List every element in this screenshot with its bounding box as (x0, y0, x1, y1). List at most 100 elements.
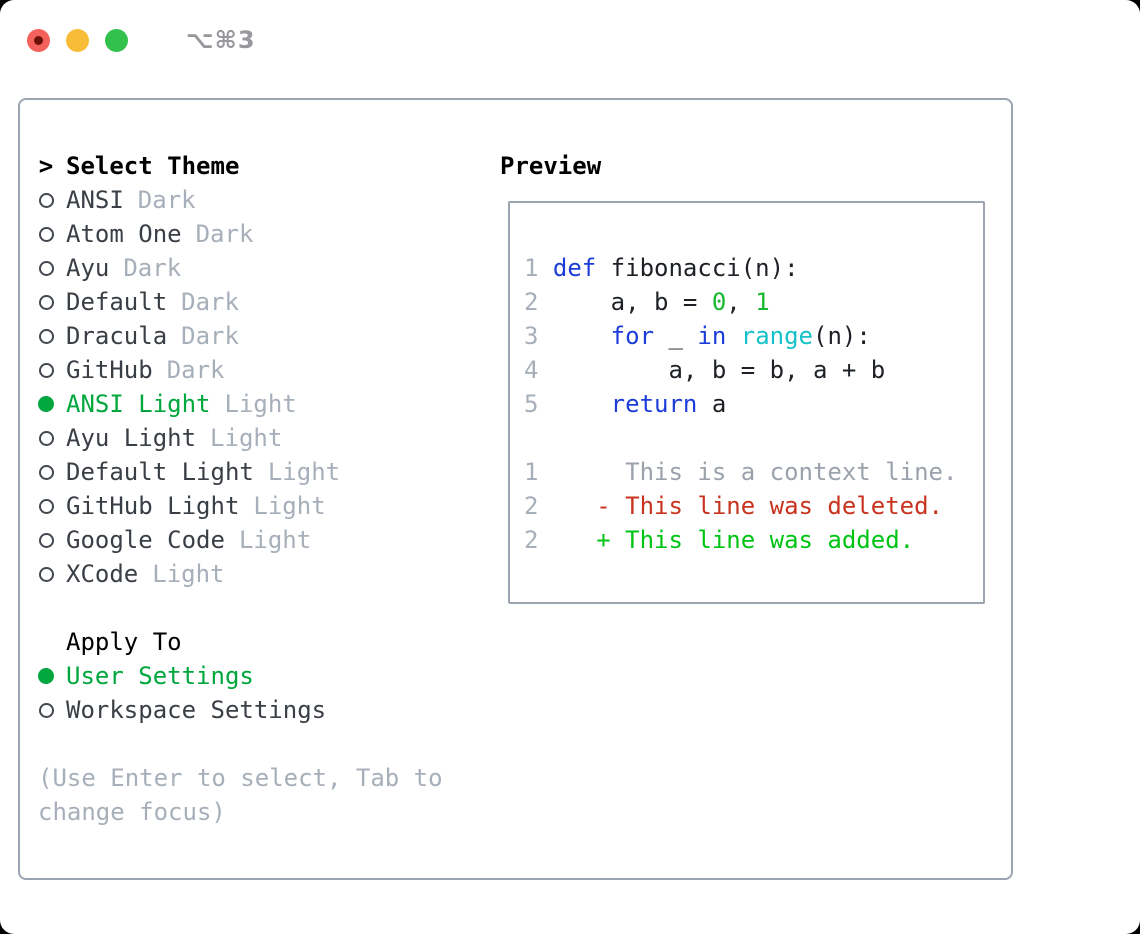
code-token: a, b = b, a + b (552, 356, 886, 384)
code-token: a, b = (552, 288, 712, 316)
theme-item-github-light[interactable]: GitHub Light Light (38, 489, 500, 523)
radio-icon (38, 430, 54, 446)
theme-item-ayu[interactable]: Ayu Dark (38, 251, 500, 285)
line-number: 3 (524, 322, 539, 350)
line-number: 5 (524, 390, 539, 418)
radio-marker (38, 328, 54, 344)
code-line (524, 421, 983, 455)
code-line: 2 + This line was added. (524, 523, 983, 557)
select-theme-header: > Select Theme (38, 149, 500, 183)
code-token: fibonacci(n): (596, 254, 799, 282)
code-token: 1 (755, 288, 770, 316)
apply-to-header: Apply To (38, 625, 500, 659)
theme-variant: Dark (166, 356, 225, 384)
line-number: 2 (524, 288, 539, 316)
line-number: 4 (524, 356, 539, 384)
close-button[interactable] (27, 28, 50, 52)
radio-icon (38, 226, 54, 242)
theme-name: Google Code (66, 526, 225, 554)
code-token (553, 390, 611, 418)
zoom-button[interactable] (105, 28, 128, 52)
theme-variant: Dark (123, 254, 182, 282)
code-token: - This line was deleted. (552, 492, 944, 520)
code-line: 1 This is a context line. (524, 455, 983, 489)
code-line: 2 - This line was deleted. (524, 489, 983, 523)
theme-item-default-light[interactable]: Default Light Light (38, 455, 500, 489)
apply-option-workspace-settings[interactable]: Workspace Settings (38, 693, 500, 727)
radio-marker (38, 702, 54, 718)
radio-marker (38, 464, 54, 480)
radio-marker (38, 362, 54, 378)
apply-option-label: Workspace Settings (66, 696, 327, 724)
code-token: (n): (813, 322, 871, 350)
minimize-button[interactable] (66, 28, 89, 52)
radio-marker (38, 192, 54, 208)
radio-selected-icon (38, 668, 54, 684)
theme-variant: Light (267, 458, 341, 486)
apply-to-title: Apply To (66, 628, 182, 656)
radio-marker (38, 396, 54, 412)
theme-variant: Dark (181, 288, 239, 316)
code-token: range (740, 322, 813, 350)
theme-item-ayu-light[interactable]: Ayu Light Light (38, 421, 500, 455)
theme-name: Default Light (66, 458, 254, 486)
help-text: (Use Enter to select, Tab to change focu… (38, 764, 443, 826)
apply-option-user-settings[interactable]: User Settings (38, 659, 500, 693)
line-number: 1 (524, 458, 539, 486)
radio-icon (38, 498, 54, 514)
line-number: 2 (524, 492, 539, 520)
theme-variant: Light (210, 424, 283, 452)
radio-icon (38, 362, 54, 378)
prompt-icon: > (38, 152, 54, 180)
radio-marker (38, 430, 54, 446)
radio-icon (38, 532, 54, 548)
theme-item-atom-one[interactable]: Atom One Dark (38, 217, 500, 251)
preview-title: Preview (500, 152, 602, 180)
code-token: This is a context line. (552, 458, 958, 486)
code-token (726, 322, 740, 350)
radio-icon (38, 566, 54, 582)
theme-name: ANSI (66, 186, 124, 214)
code-token: in (697, 322, 727, 350)
theme-name: Ayu (66, 254, 110, 282)
line-number: 2 (524, 526, 539, 554)
code-token: + This line was added. (552, 526, 915, 554)
theme-name: GitHub Light (66, 492, 240, 520)
theme-variant: Dark (137, 186, 196, 214)
theme-variant: Light (253, 492, 326, 520)
code-token (553, 322, 611, 350)
radio-icon (38, 294, 54, 310)
code-line: 5 return a (524, 387, 983, 421)
theme-name: Dracula (66, 322, 168, 350)
radio-marker (38, 498, 54, 514)
apply-option-label: User Settings (66, 662, 254, 690)
code-token: 0 (711, 288, 727, 316)
theme-name: ANSI Light (66, 390, 211, 418)
radio-marker (38, 566, 54, 582)
theme-variant: Dark (195, 220, 254, 248)
theme-name: Ayu Light (66, 424, 197, 452)
code-line: 3 for _ in range(n): (524, 319, 983, 353)
radio-icon (38, 464, 54, 480)
theme-item-ansi[interactable]: ANSI Dark (38, 183, 500, 217)
radio-marker (38, 294, 54, 310)
theme-name: XCode (66, 560, 139, 588)
code-token: for (610, 322, 655, 350)
code-line: 2 a, b = 0, 1 (524, 285, 983, 319)
radio-marker (38, 226, 54, 242)
theme-name: Atom One (66, 220, 182, 248)
code-token: , (726, 288, 756, 316)
theme-name: GitHub (66, 356, 153, 384)
theme-item-github[interactable]: GitHub Dark (38, 353, 500, 387)
